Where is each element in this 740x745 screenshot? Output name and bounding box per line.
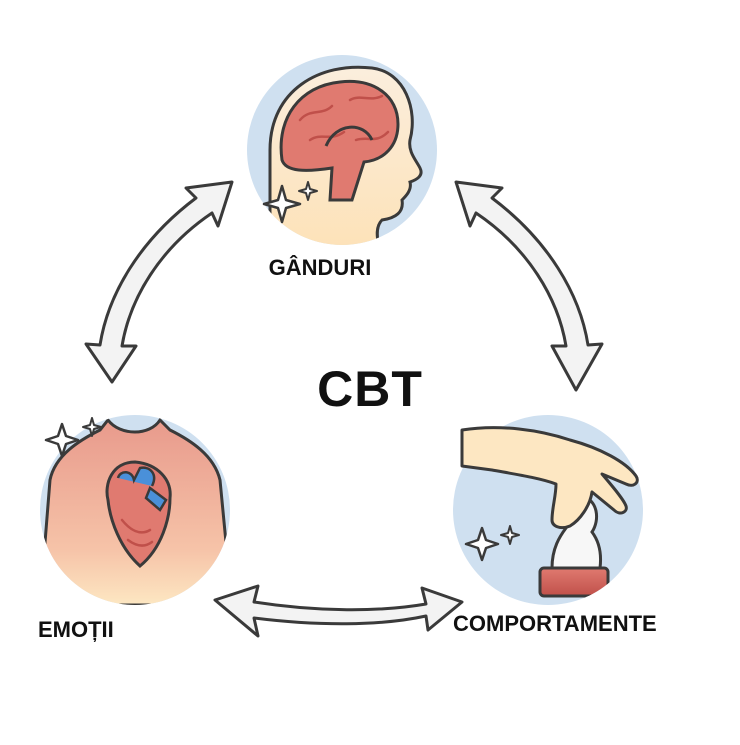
brain-head-icon bbox=[247, 55, 437, 245]
hand-chess-knight-icon bbox=[453, 415, 643, 605]
arrow-emotions-behaviors bbox=[213, 584, 464, 638]
node-label-behaviors: COMPORTAMENTE bbox=[453, 611, 657, 636]
center-title: CBT bbox=[317, 361, 423, 417]
sparkle-icon bbox=[464, 525, 520, 562]
node-label-thoughts: GÂNDURI bbox=[268, 255, 372, 280]
sparkle-icon bbox=[262, 181, 318, 224]
heart-chest-icon bbox=[40, 415, 230, 605]
node-label-emotions: EMOȚII bbox=[38, 617, 114, 642]
arrow-thoughts-behaviors bbox=[454, 180, 604, 392]
arrow-thoughts-emotions bbox=[84, 180, 234, 384]
sparkle-icon bbox=[44, 417, 102, 458]
